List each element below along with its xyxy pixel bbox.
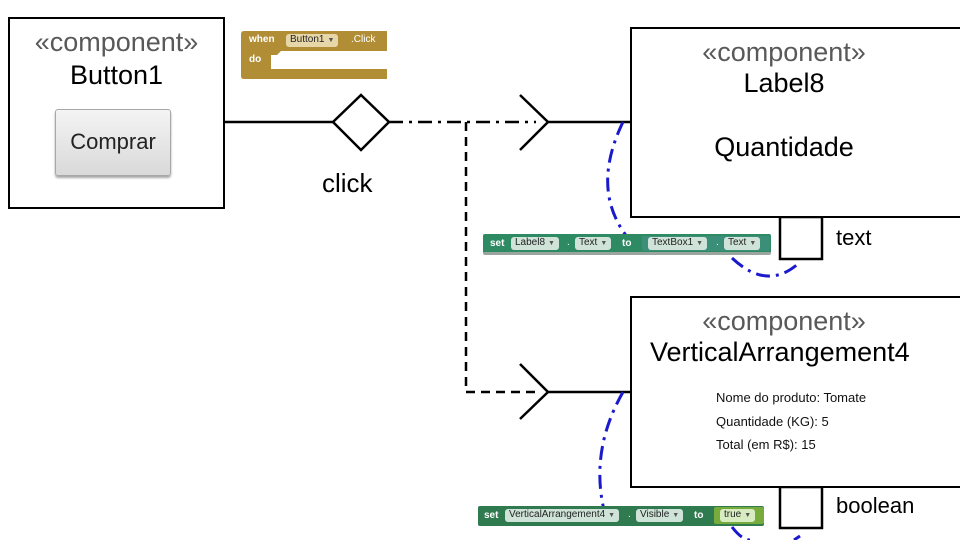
button1-name: Button1	[69, 60, 164, 90]
when-component-chip[interactable]: Button1▼	[286, 34, 339, 47]
textbox1-property-chip[interactable]: Text▼	[724, 237, 761, 250]
set-vertical-dot: .	[628, 509, 631, 520]
vertical-boolean-port	[778, 485, 824, 530]
vertical-chip-name: VerticalArrangement4	[509, 509, 606, 520]
label8-property-chip[interactable]: Text▼	[575, 237, 612, 250]
label8-name: Label8	[743, 68, 825, 98]
set-label8-to: to	[622, 238, 632, 249]
set-label8-dot: .	[567, 237, 570, 248]
vertical-component-box: «component» VerticalArrangement4 Nome do…	[630, 296, 960, 488]
set-keyword-label8: set	[490, 238, 505, 249]
visible-dropdown-icon: ▼	[672, 512, 680, 519]
when-block-shape	[241, 31, 387, 79]
when-component-name: Button1	[290, 34, 325, 45]
getter-dot: .	[716, 237, 719, 248]
vertical-arc-upper	[598, 391, 625, 511]
set-vertical-block: set VerticalArrangement4▼ . Visible▼ to …	[478, 506, 764, 526]
boolean-port-label: boolean	[836, 493, 915, 518]
do-keyword: do	[249, 54, 262, 65]
vertical-arc-lower	[730, 526, 751, 540]
vertical-line-product: Nome do produto: Tomate	[716, 390, 867, 405]
when-keyword: when	[249, 34, 275, 45]
vertical-name: VerticalArrangement4	[650, 337, 910, 367]
when-click-block: when Button1▼ .Click do	[241, 31, 387, 79]
label8-chip-dropdown-icon: ▼	[548, 240, 555, 247]
vertical-arc-end	[793, 534, 801, 540]
textbox1-chip-name: TextBox1	[652, 237, 694, 248]
decision-diamond	[331, 93, 391, 152]
vertical-line-quantity: Quantidade (KG): 5	[716, 414, 829, 429]
label8-text-port	[778, 215, 824, 261]
label8-component-chip[interactable]: Label8▼	[511, 237, 559, 250]
vertical-chip-dropdown-icon: ▼	[608, 512, 616, 519]
label8-chip-name: Label8	[515, 237, 546, 248]
textbox1-property-name: Text	[728, 237, 747, 248]
true-value: true	[724, 509, 742, 520]
set-keyword-vertical: set	[484, 510, 499, 521]
label8-arc-upper	[606, 121, 630, 239]
vertical-component-chip[interactable]: VerticalArrangement4▼	[505, 509, 620, 522]
textbox1-property-dropdown-icon: ▼	[749, 240, 757, 247]
vertical-stereotype: «component»	[702, 306, 866, 336]
visible-property-name: Visible	[640, 509, 670, 520]
true-dropdown-icon: ▼	[744, 512, 752, 519]
visible-property-chip[interactable]: Visible▼	[636, 509, 684, 522]
label8-arc-lower	[730, 256, 802, 278]
textbox1-chip[interactable]: TextBox1▼	[648, 237, 708, 250]
true-value-chip[interactable]: true▼	[720, 509, 756, 522]
set-vertical-to: to	[694, 510, 704, 521]
label8-property-name: Text	[579, 237, 598, 248]
textbox1-dropdown-icon: ▼	[696, 240, 704, 247]
label8-component-box: «component» Label8 Quantidade	[630, 27, 960, 218]
label8-stereotype: «component»	[702, 37, 866, 67]
label8-property-dropdown-icon: ▼	[600, 240, 608, 247]
when-event-name: .Click	[351, 34, 376, 45]
button1-component-box: «component» Button1 Comprar	[8, 17, 225, 209]
vertical-line-total: Total (em R$): 15	[716, 437, 816, 452]
label8-value: Quantidade	[714, 132, 854, 162]
click-event-label: click	[322, 168, 373, 198]
button1-stereotype: «component»	[34, 27, 199, 57]
comprar-button[interactable]: Comprar	[55, 109, 171, 176]
set-label8-block: set Label8▼ . Text▼ to TextBox1▼ . Text▼	[483, 234, 771, 255]
when-dropdown-icon: ▼	[327, 37, 335, 44]
text-port-label: text	[836, 225, 872, 250]
